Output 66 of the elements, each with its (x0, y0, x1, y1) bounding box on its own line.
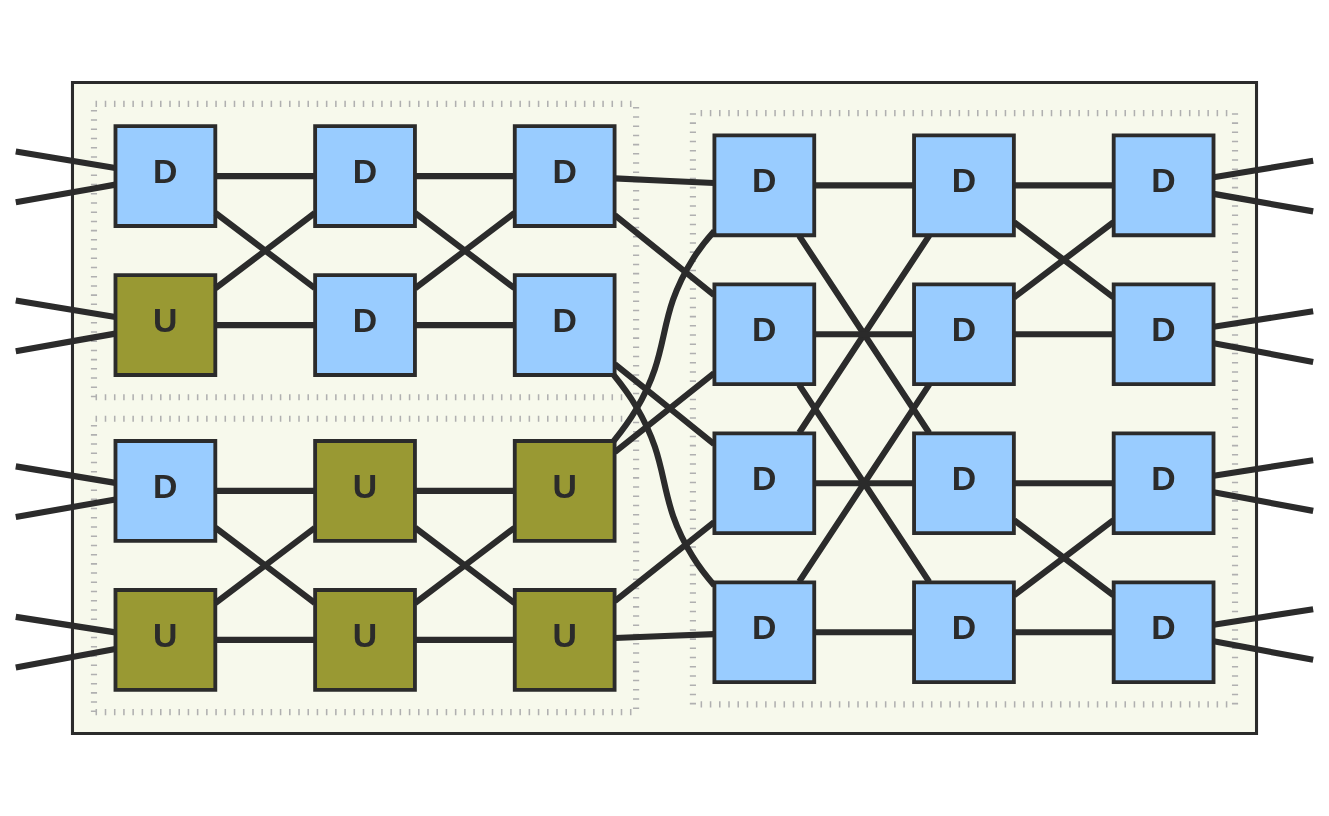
connector (1213, 308, 1314, 330)
connector (15, 645, 116, 671)
node-box: D (113, 124, 218, 228)
node-box: U (512, 439, 617, 543)
node-box: D (712, 431, 817, 536)
cluster (90, 100, 640, 401)
connector (15, 330, 116, 355)
node-box: D (113, 439, 218, 543)
node-box: D (912, 133, 1016, 238)
connector (15, 297, 116, 321)
cluster (689, 110, 1239, 708)
connector (15, 463, 116, 486)
connector (213, 525, 317, 606)
connector (1014, 331, 1114, 338)
node-box: D (512, 124, 617, 228)
cluster (90, 415, 640, 716)
connector (215, 487, 315, 494)
node-box: D (313, 273, 417, 377)
connector (215, 173, 315, 180)
connector (215, 322, 315, 329)
connector (1213, 606, 1314, 628)
connector (15, 181, 116, 206)
node-box: D (1111, 282, 1216, 387)
node-box: D (712, 133, 817, 238)
connector (1014, 480, 1114, 487)
node-box: D (1111, 133, 1216, 238)
connector (415, 487, 515, 494)
node-box: D (712, 580, 817, 685)
node-box: U (113, 588, 218, 692)
connector (1213, 457, 1314, 479)
connector (15, 148, 116, 172)
connector (415, 173, 515, 180)
node-box: D (512, 273, 617, 377)
connector (814, 629, 914, 636)
connector (1213, 190, 1314, 215)
connector (1014, 182, 1114, 189)
connector (814, 182, 914, 189)
cluster (70, 80, 1259, 736)
node-box: D (712, 282, 817, 387)
connector (611, 373, 717, 588)
connector (415, 322, 515, 329)
node-box: U (512, 588, 617, 692)
node-box: D (1111, 431, 1216, 536)
node-box: U (313, 588, 417, 692)
connector (15, 613, 116, 636)
node-box: U (113, 273, 218, 377)
connector (1014, 629, 1114, 636)
connector (1213, 638, 1314, 663)
connector (213, 210, 317, 291)
connector (611, 228, 717, 443)
connector (1213, 340, 1314, 365)
connector (1213, 157, 1314, 181)
connector (1213, 489, 1314, 514)
node-box: U (313, 439, 417, 543)
connector (15, 496, 116, 521)
connector (614, 631, 715, 642)
connector (215, 636, 315, 643)
connector (614, 175, 715, 187)
node-box: D (1111, 580, 1216, 685)
node-box: D (313, 124, 417, 228)
node-box: D (912, 580, 1016, 685)
connector (814, 331, 914, 338)
node-box: D (912, 282, 1016, 387)
connector (415, 636, 515, 643)
connector (814, 480, 914, 487)
node-box: D (912, 431, 1016, 536)
